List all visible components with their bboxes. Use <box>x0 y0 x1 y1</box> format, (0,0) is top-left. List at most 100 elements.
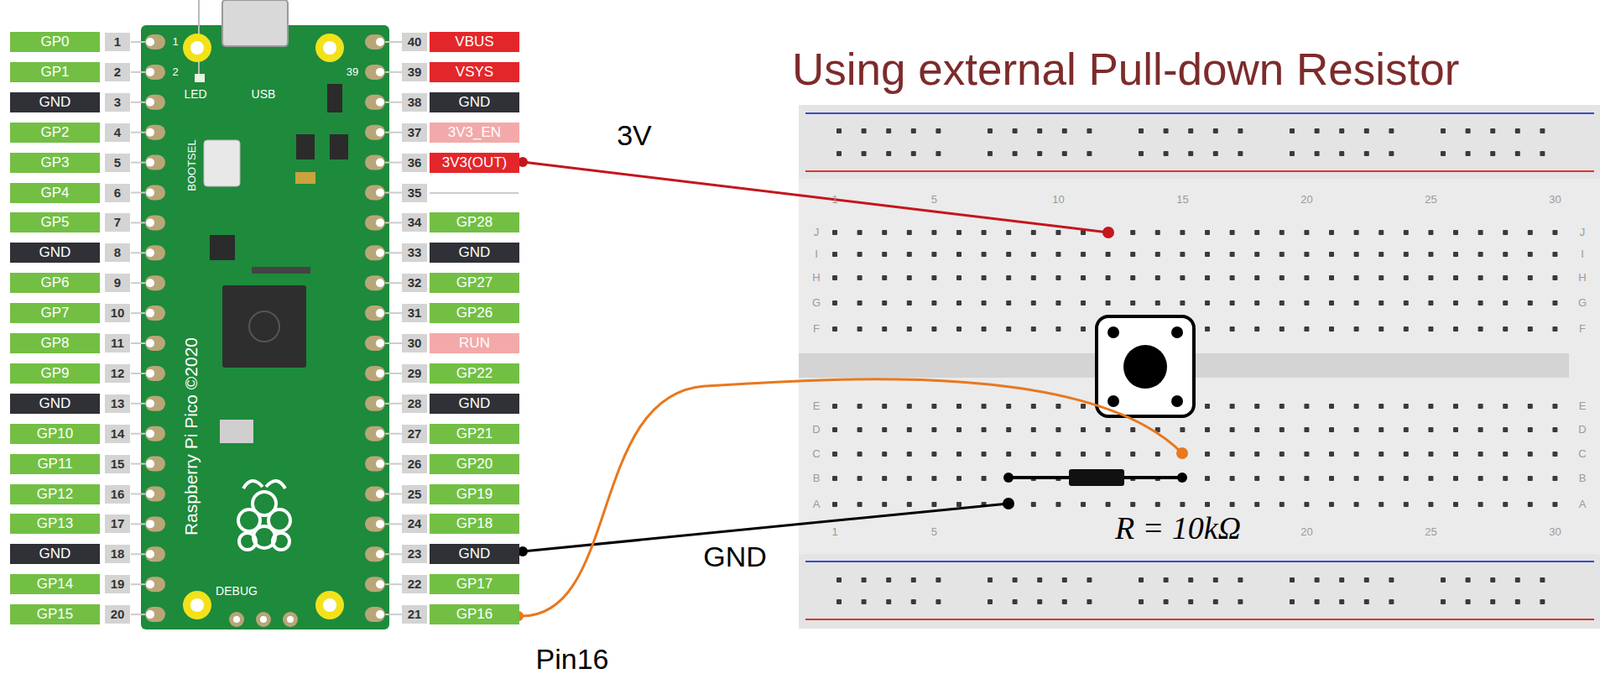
pin-name: GP26 <box>456 304 493 322</box>
pad <box>364 64 386 80</box>
pin-number: 21 <box>401 604 428 624</box>
hole <box>1502 300 1508 306</box>
pin-name: GP27 <box>456 274 493 292</box>
power-rail <box>798 553 1600 629</box>
pin-name: GP9 <box>40 364 69 382</box>
pin-number: 19 <box>104 574 131 594</box>
hole <box>1012 577 1018 583</box>
pin-number: 18 <box>104 544 131 563</box>
pad-hole <box>375 308 385 318</box>
hole <box>906 403 913 409</box>
hole <box>1428 403 1434 409</box>
pin-number: 1 <box>104 32 131 52</box>
row-letter: A <box>813 498 821 511</box>
pin-pads <box>130 34 406 622</box>
hole <box>1080 501 1086 507</box>
row-letter: D <box>812 423 820 436</box>
pin-callout: Pin16 <box>536 643 610 675</box>
hole <box>956 501 962 507</box>
hole <box>1204 403 1210 409</box>
component <box>329 134 349 160</box>
hole <box>1155 451 1161 457</box>
pin-line <box>130 251 146 254</box>
pad-hole <box>145 459 155 469</box>
hole <box>832 427 838 433</box>
hole <box>1005 300 1012 306</box>
pin-label-box: GP13 <box>10 513 100 534</box>
pin-number: 24 <box>401 514 428 533</box>
hole <box>1254 475 1260 481</box>
pin-label-box: VBUS <box>429 31 520 53</box>
hole <box>1031 229 1037 235</box>
pin-line <box>130 613 146 615</box>
pad <box>145 606 166 622</box>
pin-line <box>130 161 146 164</box>
hole <box>1378 501 1384 507</box>
row-letter: F <box>813 323 820 335</box>
pin-label-box: GP0 <box>10 31 100 53</box>
pin-name: GND <box>458 93 491 111</box>
row-letter: F <box>1579 323 1586 335</box>
hole <box>981 475 987 481</box>
hole <box>956 403 962 409</box>
hole <box>1062 577 1068 583</box>
pin-name: GND <box>458 545 491 563</box>
hole <box>1254 326 1260 332</box>
pin-label-box: GP26 <box>429 302 520 324</box>
hole <box>1303 300 1309 306</box>
hole <box>1055 501 1061 507</box>
hole <box>1314 599 1320 605</box>
hole <box>1403 275 1409 281</box>
row-letter: C <box>1578 448 1586 460</box>
wire-label: 3V <box>616 119 652 152</box>
component <box>219 419 254 443</box>
hole <box>1403 251 1409 257</box>
hole <box>987 577 993 583</box>
hole <box>906 501 913 507</box>
hole <box>1086 599 1092 605</box>
hole <box>885 577 892 583</box>
hole <box>935 599 941 605</box>
pin-line <box>130 402 146 405</box>
silk-number: 39 <box>346 66 359 79</box>
column-number: 20 <box>1300 193 1313 206</box>
pin-number: 2 <box>104 62 131 82</box>
pin-name: GP16 <box>456 605 493 623</box>
hole <box>1086 577 1092 583</box>
hole <box>1279 229 1285 235</box>
pin-line <box>130 71 146 73</box>
bootsel-button <box>203 140 240 187</box>
hole <box>1552 403 1558 409</box>
hole <box>1465 128 1471 134</box>
pin-line <box>130 432 146 435</box>
hole <box>857 229 863 235</box>
hole <box>861 151 867 157</box>
hole <box>1213 151 1219 157</box>
pin-number: 23 <box>401 544 428 563</box>
pin-line <box>130 552 146 555</box>
hole <box>1204 427 1210 433</box>
pin-number: 40 <box>401 32 428 52</box>
row-letter: I <box>814 248 819 261</box>
debug-pads <box>229 611 298 627</box>
column-number: 15 <box>1176 193 1189 206</box>
hole <box>1428 475 1434 481</box>
row-letter: G <box>812 297 821 309</box>
hole <box>931 475 937 481</box>
pin-label-box: GP16 <box>429 604 520 625</box>
hole <box>1055 427 1061 433</box>
pin-label-box: GP21 <box>429 423 520 444</box>
pad-hole <box>145 128 155 137</box>
pin-name: GP15 <box>36 605 73 623</box>
hole <box>881 475 887 481</box>
pin-number: 15 <box>104 454 131 474</box>
hole <box>1314 128 1320 134</box>
hole <box>956 326 962 332</box>
hole <box>1314 151 1320 157</box>
pad <box>145 546 166 562</box>
hole <box>1303 475 1309 481</box>
hole <box>1254 451 1260 457</box>
pad <box>364 275 386 291</box>
component <box>295 171 316 184</box>
hole <box>1364 599 1370 605</box>
